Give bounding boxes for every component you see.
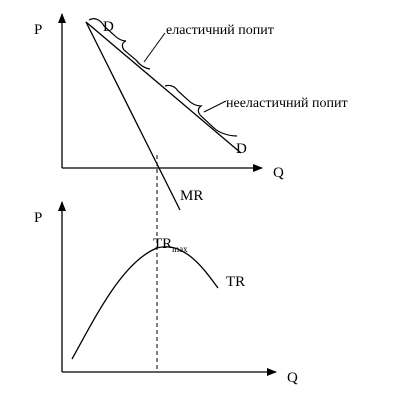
inelastic-pointer xyxy=(203,100,227,113)
elastic-pointer xyxy=(143,32,166,63)
mr-curve xyxy=(85,21,181,211)
elastic-brace xyxy=(88,18,151,70)
tr-max-subscript: max xyxy=(172,244,188,254)
bottom-y-axis-label: P xyxy=(34,210,42,226)
tr-label: TR xyxy=(226,274,245,290)
inelastic-label: нееластичний попит xyxy=(226,96,348,111)
mr-label: MR xyxy=(180,188,203,204)
top-y-axis-label: P xyxy=(34,22,42,38)
demand-label-start: D xyxy=(103,19,114,35)
bottom-chart: P Q TRmax TR xyxy=(34,201,298,386)
tr-max-label: TRmax xyxy=(153,236,188,254)
top-x-axis-label: Q xyxy=(273,165,284,181)
tr-max-main: TR xyxy=(153,236,172,252)
elastic-label: еластичний попит xyxy=(166,23,274,38)
demand-label-end: D xyxy=(236,141,247,157)
demand-curve xyxy=(85,21,242,154)
tr-curve xyxy=(71,246,219,360)
bottom-x-axis-label: Q xyxy=(287,370,298,386)
top-chart: P Q D D MR еластичний попит нееластичний… xyxy=(34,13,348,211)
inelastic-brace xyxy=(164,84,238,137)
